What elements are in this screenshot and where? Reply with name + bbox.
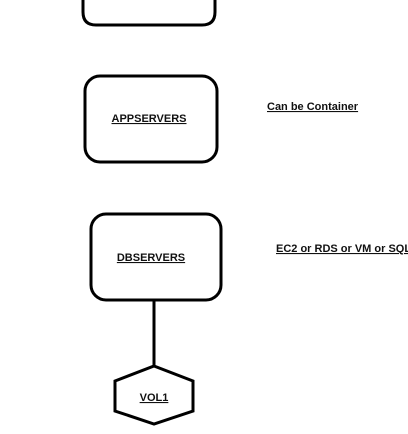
top-server-box-partial (81, 0, 217, 27)
vol1-hexagon (113, 364, 195, 426)
dbservers-label: DBSERVERS (117, 252, 185, 264)
dbservers-box (89, 212, 223, 302)
appservers-box (83, 74, 219, 164)
vol1-label: VOL1 (140, 392, 169, 404)
appservers-note: Can be Container (267, 101, 359, 113)
appservers-label: APPSERVERS (112, 113, 187, 125)
dbservers-note: EC2 or RDS or VM or SQL (276, 243, 408, 255)
